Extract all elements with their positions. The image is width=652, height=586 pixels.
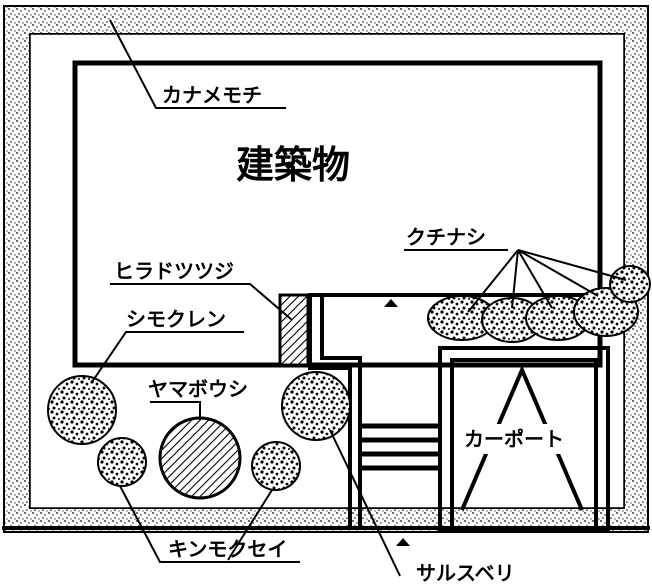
shimokuren-label: シモクレン	[126, 307, 226, 331]
leader-lines	[91, 19, 627, 577]
entrance-arrow	[384, 299, 398, 307]
building-label: 建築物	[236, 143, 350, 187]
street-arrow	[396, 538, 410, 546]
sarusuberi-tree	[281, 371, 351, 441]
hiradotsutsuji-label: ヒラドツツジ	[114, 259, 234, 283]
kanamemochi-label-bg	[156, 80, 288, 104]
kanamemochi-label: カナメモチ	[162, 83, 262, 107]
kinmokusei-shrub-2	[251, 441, 301, 491]
kuchinashi-label: クチナシ	[406, 225, 486, 249]
hiradotsutsuji-strip	[278, 293, 310, 367]
kinmokusei-shrub-1	[97, 437, 147, 487]
entrance-path	[308, 293, 620, 528]
kuchinashi-shrubs	[427, 265, 651, 343]
sarusuberi-label: サルスベリ	[416, 561, 515, 585]
carport	[438, 346, 610, 532]
kinmokusei-label: キンモクセイ	[168, 537, 287, 561]
carport-label: カーポート	[464, 427, 564, 451]
entrance-steps	[360, 423, 438, 471]
carport-label-bg	[458, 424, 586, 454]
shimokuren-tree	[47, 375, 117, 445]
yamaboushi-tree	[158, 416, 242, 500]
yamaboushi-label: ヤマボウシ	[148, 377, 248, 401]
